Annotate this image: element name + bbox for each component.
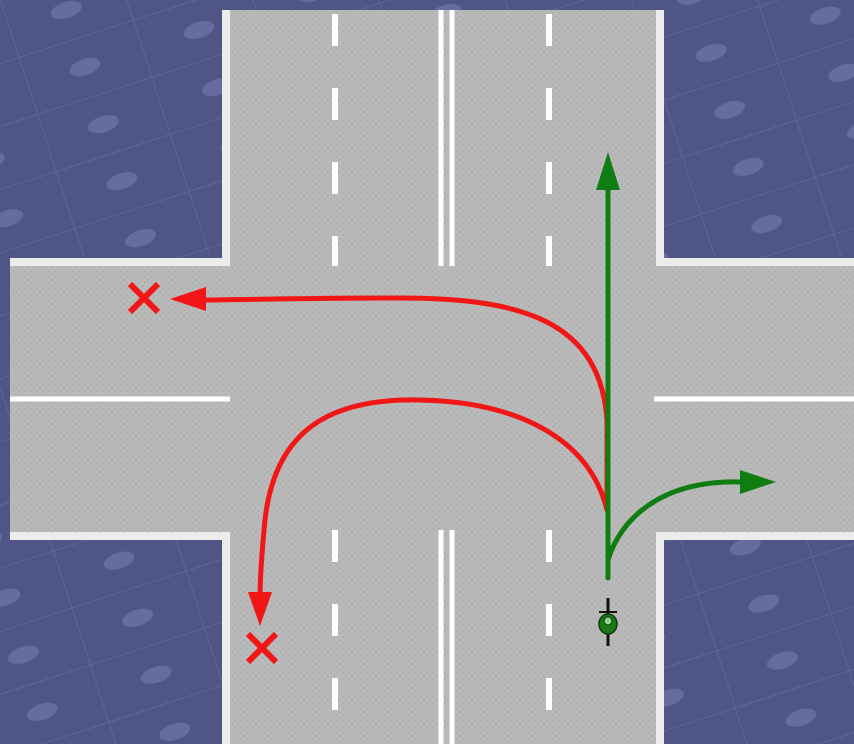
curb-bottom-left bbox=[10, 532, 230, 744]
road-edges bbox=[10, 10, 854, 744]
curb-top-right bbox=[656, 10, 854, 266]
cross-x-icon bbox=[127, 281, 161, 315]
arrowhead-icon bbox=[170, 287, 206, 311]
allowed-right-turn-path bbox=[605, 479, 743, 563]
curb-top-left bbox=[10, 10, 230, 266]
curb-bottom-right bbox=[656, 532, 854, 744]
arrowhead-icon bbox=[248, 592, 272, 626]
cross-x-icon bbox=[245, 631, 279, 665]
allowed-paths bbox=[605, 183, 743, 581]
bicycle-rider-icon bbox=[598, 598, 618, 646]
forbidden-u-turn-path bbox=[257, 397, 610, 603]
arrowhead-icon bbox=[596, 152, 620, 190]
forbidden-left-turn-path bbox=[193, 295, 610, 513]
forbidden-paths bbox=[193, 295, 610, 603]
lane-markings bbox=[10, 10, 854, 744]
arrowhead-icon bbox=[740, 470, 776, 494]
